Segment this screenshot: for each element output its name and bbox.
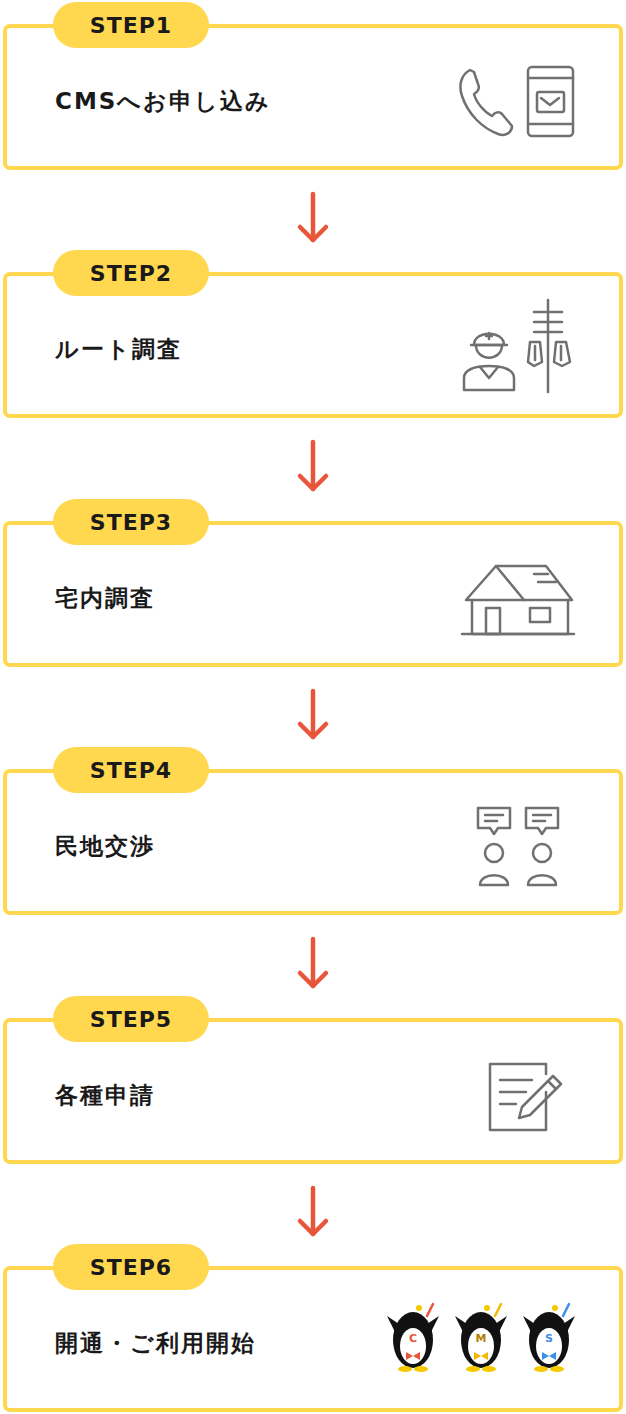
step-number: STEP5 bbox=[90, 1007, 172, 1032]
step-label: 開通・ご利用開始 bbox=[55, 1328, 256, 1359]
arrow-stroke bbox=[300, 1221, 326, 1234]
step-label: 宅内調査 bbox=[55, 583, 155, 614]
arrow-stroke bbox=[311, 1188, 316, 1234]
document-icon bbox=[490, 1064, 561, 1130]
step-badge: STEP2 bbox=[53, 250, 209, 296]
flow-arrow bbox=[300, 691, 326, 737]
flow-arrow bbox=[300, 442, 326, 489]
step-number: STEP6 bbox=[90, 1255, 172, 1280]
smartphone-icon bbox=[528, 67, 573, 136]
step-box: STEP3宅内調査 bbox=[3, 521, 623, 667]
step-badge: STEP4 bbox=[53, 747, 209, 793]
step-box: STEP1CMSへお申し込み bbox=[3, 24, 623, 170]
step-badge: STEP3 bbox=[53, 499, 209, 545]
arrow-stroke bbox=[300, 476, 326, 489]
arrow-stroke bbox=[300, 973, 326, 986]
arrow-stroke bbox=[311, 442, 316, 489]
step-label: 各種申請 bbox=[55, 1080, 155, 1111]
step-badge: STEP1 bbox=[53, 2, 209, 48]
pole-icon bbox=[528, 300, 570, 392]
house-icon bbox=[462, 566, 574, 634]
step-number: STEP2 bbox=[90, 261, 172, 286]
step-number: STEP1 bbox=[90, 13, 172, 38]
step-box: STEP5各種申請 bbox=[3, 1018, 623, 1164]
step-box: STEP6開通・ご利用開始 bbox=[3, 1266, 623, 1412]
arrow-stroke bbox=[300, 227, 326, 240]
step-number: STEP3 bbox=[90, 510, 172, 535]
step-badge: STEP6 bbox=[53, 1244, 209, 1290]
arrow-stroke bbox=[311, 691, 316, 737]
mascot-letter: S bbox=[541, 1332, 557, 1345]
step-label: CMSへお申し込み bbox=[55, 86, 271, 117]
flow-arrow bbox=[300, 1188, 326, 1234]
step-number: STEP4 bbox=[90, 758, 172, 783]
mascot-letter: M bbox=[473, 1332, 489, 1345]
flow-arrow bbox=[300, 194, 326, 240]
worker-icon bbox=[464, 333, 514, 390]
phone-icon bbox=[460, 70, 512, 135]
arrow-stroke bbox=[300, 724, 326, 737]
step-box: STEP2ルート調査 bbox=[3, 272, 623, 418]
flow-arrow bbox=[300, 939, 326, 986]
arrow-stroke bbox=[311, 194, 316, 240]
step-badge: STEP5 bbox=[53, 996, 209, 1042]
people-icon bbox=[478, 808, 558, 885]
step-box: STEP4民地交渉 bbox=[3, 769, 623, 915]
arrow-stroke bbox=[311, 939, 316, 986]
step-label: ルート調査 bbox=[55, 334, 182, 365]
penguin-mascots bbox=[387, 1304, 575, 1372]
step-label: 民地交渉 bbox=[55, 831, 155, 862]
mascot-letter: C bbox=[405, 1332, 421, 1345]
